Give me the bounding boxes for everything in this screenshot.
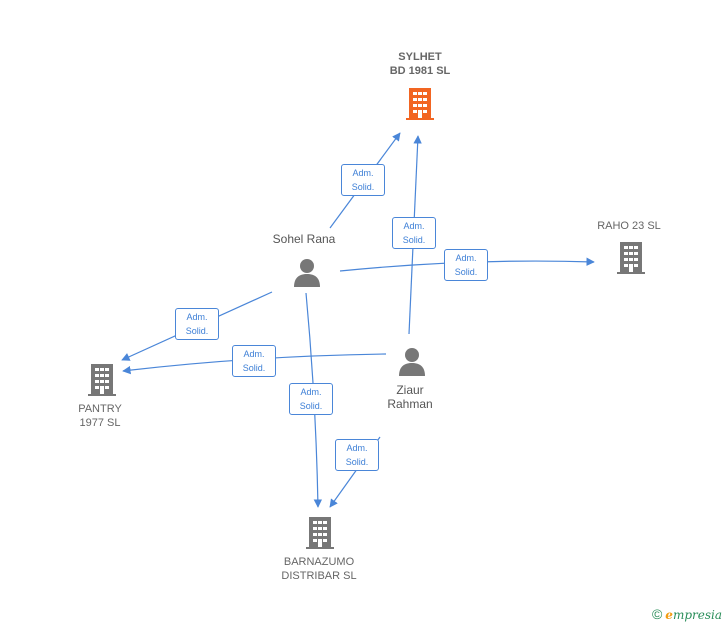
edge-label-line1: Adm. xyxy=(186,312,208,322)
edge-label-line1: Adm. xyxy=(403,221,425,231)
building-icon[interactable] xyxy=(87,362,117,401)
copyright-icon: © xyxy=(651,606,663,622)
edge-label-line1: Adm. xyxy=(352,168,374,178)
person-icon[interactable] xyxy=(292,257,322,292)
building-icon[interactable] xyxy=(305,515,335,554)
edge-label: Adm. Solid. xyxy=(341,164,385,196)
empresia-logo[interactable]: ©empresia xyxy=(652,606,722,622)
brand-rest: mpresia xyxy=(672,608,722,622)
edge-label-line2: Solid. xyxy=(299,401,323,411)
building-icon[interactable] xyxy=(616,240,646,279)
edge-label-line1: Adm. xyxy=(455,253,477,263)
company-label-pantry[interactable]: PANTRY 1977 SL xyxy=(78,403,122,429)
brand-e: e xyxy=(665,608,673,622)
building-icon[interactable] xyxy=(405,86,435,125)
person-label-sohel[interactable]: Sohel Rana xyxy=(272,232,336,246)
edge-label-line2: Solid. xyxy=(454,267,478,277)
edge-label: Adm. Solid. xyxy=(175,308,219,340)
edge-label-line2: Solid. xyxy=(242,363,266,373)
company-label-raho[interactable]: RAHO 23 SL xyxy=(597,220,661,232)
edge-label-line1: Adm. xyxy=(346,443,368,453)
edge-label-line1: Adm. xyxy=(300,387,322,397)
edge-label-line2: Solid. xyxy=(185,326,209,336)
company-label-sylhet[interactable]: SYLHET BD 1981 SL xyxy=(389,51,451,77)
edge-label: Adm. Solid. xyxy=(232,345,276,377)
edge-label-line2: Solid. xyxy=(402,235,426,245)
edge-label: Adm. Solid. xyxy=(289,383,333,415)
person-label-ziaur[interactable]: Ziaur Rahman xyxy=(387,383,433,411)
edge-label-line2: Solid. xyxy=(351,182,375,192)
edge-label: Adm. Solid. xyxy=(335,439,379,471)
edge-label: Adm. Solid. xyxy=(392,217,436,249)
company-label-barnazumo[interactable]: BARNAZUMO DISTRIBAR SL xyxy=(281,556,357,582)
edge-label: Adm. Solid. xyxy=(444,249,488,281)
edge-label-line1: Adm. xyxy=(243,349,265,359)
person-icon[interactable] xyxy=(397,346,427,381)
edge-label-line2: Solid. xyxy=(345,457,369,467)
